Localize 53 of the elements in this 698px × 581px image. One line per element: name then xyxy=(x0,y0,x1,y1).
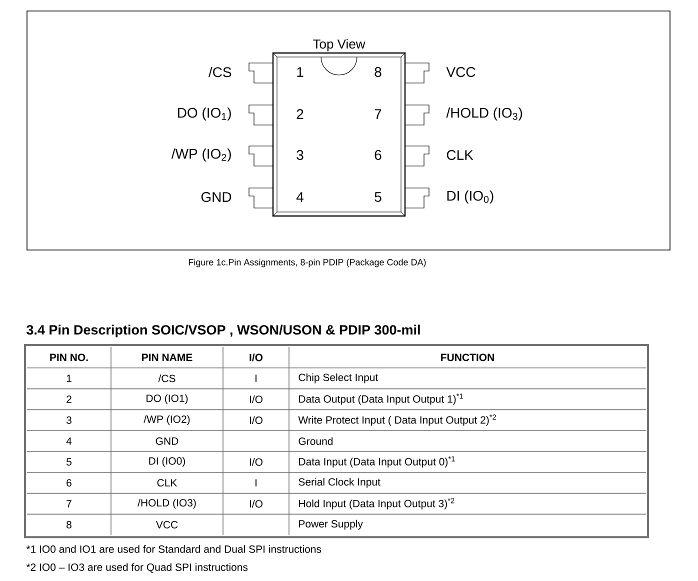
table-cell: 6 xyxy=(66,479,72,487)
pin-label: CLK xyxy=(446,150,474,160)
pin-number: 7 xyxy=(374,109,382,119)
table-cell: 8 xyxy=(66,521,72,528)
table-cell: DO (IO1) xyxy=(146,394,188,404)
table-cell: Ground xyxy=(298,437,333,445)
pin-label: DO (IO$_{1}$) xyxy=(178,107,231,121)
table-cell: /HOLD (IO3) xyxy=(138,498,196,509)
table-cell: GND xyxy=(156,437,178,445)
column-header: PIN NO. xyxy=(50,354,88,362)
node-label: Top View xyxy=(313,39,366,52)
table-cell: Data Output (Data Input Output 1)$^{*1}$ xyxy=(299,394,463,405)
table-cell: /CS xyxy=(158,374,176,382)
table-cell: Serial Clock Input xyxy=(298,478,380,488)
table-cell: I/O xyxy=(250,395,262,404)
table-cell: Data Input (Data Input Output 0)$^{*1}$ xyxy=(299,456,455,468)
table-cell: 7 xyxy=(66,500,72,508)
table-cell: Power Supply xyxy=(299,520,363,530)
pin-number: 3 xyxy=(296,150,304,160)
table-cell: I/O xyxy=(250,500,262,508)
table-cell: I/O xyxy=(250,416,262,424)
pin-number: 6 xyxy=(374,150,382,160)
table-cell: /WP (IO2) xyxy=(144,415,190,425)
table-cell: I/O xyxy=(250,458,262,466)
pin-number: 5 xyxy=(374,192,382,202)
section-heading: 3.4 Pin Description SOIC/VSOP , WSON/USON & PDIP 300-mil xyxy=(26,324,420,338)
pin-label: /WP (IO$_{2}$) xyxy=(171,148,231,162)
table-cell: CLK xyxy=(157,479,178,487)
pin-number: 1 xyxy=(297,67,304,77)
table-cell: VCC xyxy=(156,521,178,528)
pin-label: VCC xyxy=(446,67,476,77)
table-cell: 1 xyxy=(66,374,72,382)
table-cell: DI (IO0) xyxy=(149,457,185,467)
table-cell: 2 xyxy=(66,396,72,403)
pin-label: /CS xyxy=(208,66,232,78)
column-header: PIN NAME xyxy=(142,354,192,362)
table-cell: 5 xyxy=(66,458,72,466)
table-cell: 3 xyxy=(66,416,72,424)
footnote: *1 IO0 and IO1 are used for Standard and Dual SPI instructions xyxy=(26,545,322,553)
pin-number: 4 xyxy=(296,192,304,202)
pin-number: 8 xyxy=(374,67,382,77)
figure-caption: Figure 1c.Pin Assignments, 8-pin PDIP (Package Code DA) xyxy=(188,258,426,268)
table-cell: Hold Input (Data Input Output 3)$^{*2}$ xyxy=(299,498,454,510)
table-cell: Write Protect Input ( Data Input Output 2)$^{*2}$ xyxy=(298,414,496,426)
table-cell: Chip Select Input xyxy=(298,373,378,384)
pin-label: GND xyxy=(201,192,232,202)
pin-label: DI (IO$_{0}$) xyxy=(447,190,494,204)
column-header: FUNCTION xyxy=(441,354,494,362)
pin-label: /HOLD (IO$_{3}$) xyxy=(446,107,522,121)
pin-number: 2 xyxy=(296,109,304,119)
footnote: *2 IO0 – IO3 are used for Quad SPI instructions xyxy=(26,563,248,573)
column-header: I/O xyxy=(250,354,263,362)
table-cell: 4 xyxy=(66,438,72,445)
